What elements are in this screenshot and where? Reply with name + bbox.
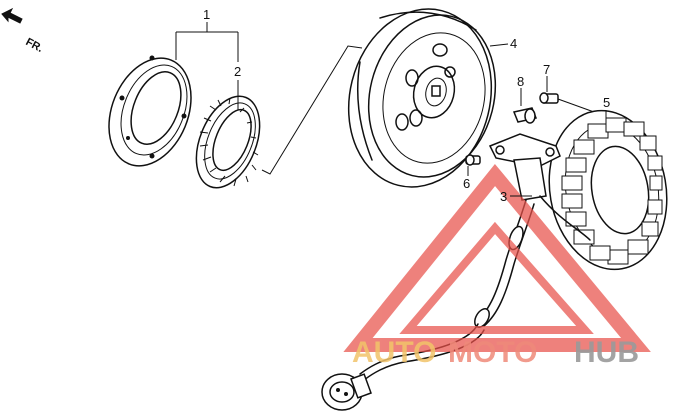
one-way-clutch [195, 95, 261, 189]
stator [548, 109, 668, 271]
callout-6: 6 [463, 176, 470, 191]
callout-7: 7 [543, 62, 550, 77]
callout-5: 5 [603, 95, 610, 110]
bolt-7 [539, 76, 595, 113]
watermark-text: AUTO MOTO HUB [352, 336, 639, 369]
watermark-moto: MOTO [448, 336, 537, 369]
front-label: FR. [24, 36, 45, 55]
bolt-6 [465, 154, 481, 176]
flywheel [347, 8, 497, 188]
callouts: 1 2 3 4 5 6 7 8 [203, 7, 610, 204]
starter-clutch-plate [108, 55, 192, 167]
leader-line-4 [489, 43, 509, 47]
watermark-logo [343, 163, 651, 352]
pulser-coil [488, 133, 561, 201]
bolt-8 [512, 88, 538, 124]
watermark-auto: AUTO [352, 336, 436, 369]
callout-4: 4 [510, 36, 517, 51]
watermark-hub: HUB [574, 336, 639, 369]
callout-1: 1 [203, 7, 210, 22]
leader-lines-1-2 [175, 22, 239, 110]
assembly-line [261, 45, 363, 175]
callout-2: 2 [234, 64, 241, 79]
callout-8: 8 [517, 74, 524, 89]
callout-3: 3 [500, 189, 507, 204]
front-direction-arrow: FR. [1, 7, 45, 55]
wire-harness [321, 195, 591, 411]
